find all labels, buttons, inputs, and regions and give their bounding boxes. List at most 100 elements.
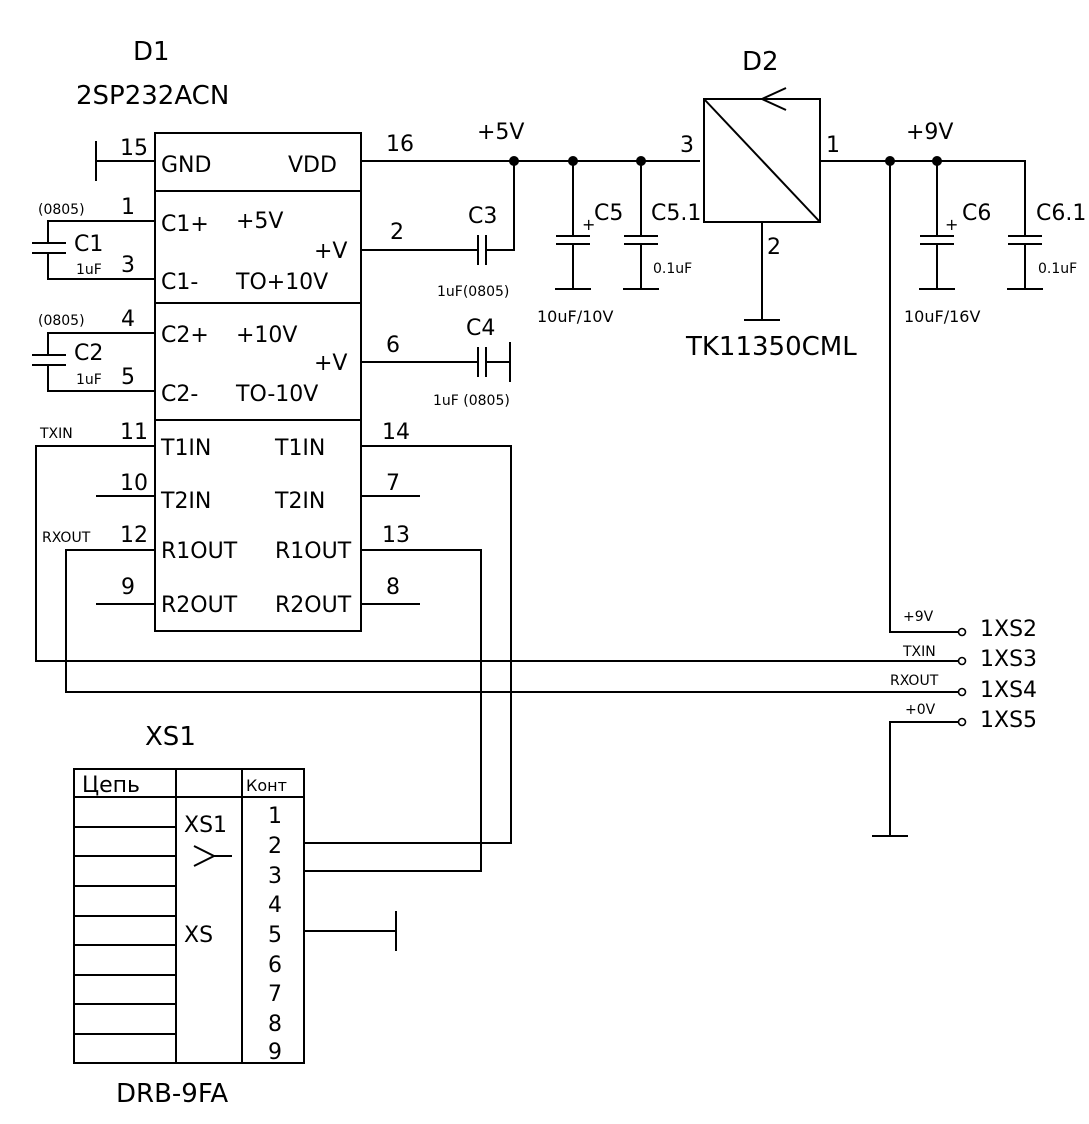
pin-number: 13 [382,523,410,548]
xs1-ref: XS1 [145,722,196,752]
c4-ref: C4 [466,316,495,341]
xs1-contact-number: 9 [268,1040,282,1065]
pin-number: 1 [121,195,135,220]
output-connectors: +9V 1XS2 TXIN 1XS3 RXOUT 1XS4 +0V 1XS5 [890,609,1037,733]
connector-pin [957,687,967,697]
d1-t1in-label: T1IN [274,436,325,461]
capacitor-c3: C3 1uF(0805) [361,161,515,300]
capacitor-c5-1: C5.1 0.1uF [623,161,701,290]
xs1-contact-number: 6 [268,953,282,978]
xs1-contact-number: 8 [268,1012,282,1037]
d1-gnd-label: GND [161,153,211,178]
pin-number: 14 [382,420,410,445]
d1-vplus-label: +V [314,351,347,376]
c5-value: 10uF/10V [537,307,613,326]
c2-package: (0805) [38,313,85,329]
d2-diagonal [703,98,821,223]
xs1-contact-number: 2 [268,834,282,859]
c51-ref: C5.1 [651,201,701,226]
net-label-rxout: RXOUT [42,530,91,546]
d1-to10-label: TO+10V [235,270,328,295]
d1-part: 2SP232ACN [76,81,229,111]
net-label-txin: TXIN [39,426,73,442]
d1-body [154,132,362,632]
pin-number: 3 [680,133,694,158]
xs-net-label: RXOUT [890,673,939,689]
pin-number: 12 [120,523,148,548]
c1-package: (0805) [38,202,85,218]
c2-ref: C2 [74,341,103,366]
d1-r1out-label: R1OUT [161,539,238,564]
c3-ref: C3 [468,204,497,229]
d1-c1m-label: C1- [161,270,198,295]
c1-value: 1uF [76,262,102,278]
xs1-header-contact: Конт [246,776,287,795]
pin-number: 4 [121,307,135,332]
c61-ref: C6.1 [1036,201,1086,226]
pin-number: 15 [120,136,148,161]
pin-number: 3 [121,253,135,278]
d1-t2in-label: T2IN [274,489,325,514]
net-label-5v: +5V [477,120,524,145]
d1-ref: D1 [133,37,170,67]
pin-number: 2 [767,235,781,260]
pin-number: 16 [386,132,414,157]
connector-pin [957,627,967,637]
xs1-header-circuit: Цепь [82,773,140,798]
polarity-mark: + [582,215,595,234]
d1-r1out-label: R1OUT [275,539,352,564]
pin-number: 2 [390,220,404,245]
d1-c2p-label: C2+ [161,323,209,348]
pin-number: 8 [386,575,400,600]
xs1-contact-number: 5 [268,923,282,948]
d2-part: TK11350CML [685,332,857,362]
pin-number: 5 [121,365,135,390]
pin13-wire [304,549,482,872]
c4-value: 1uF (0805) [433,393,510,409]
polarity-mark: + [945,215,958,234]
c1-ref: C1 [74,232,103,257]
pin-number: 6 [386,333,400,358]
c2-wire [47,365,155,392]
pin-number: 1 [826,133,840,158]
pin-number: 7 [386,471,400,496]
d1-plus10-label: +10V [236,323,297,348]
d2-regulator: D2 3 1 2 TK11350CML [680,47,857,362]
pin14-wire [304,445,512,844]
junction-dot [509,156,519,166]
capacitor-c1: (0805) C1 1uF [32,202,155,280]
xs1-inner-label: XS [184,923,213,948]
c2-wire [47,332,155,355]
d1-t2in-label: T2IN [160,489,211,514]
xs1-contact-number: 1 [268,804,282,829]
c3-value: 1uF(0805) [437,284,509,300]
c3-wire [486,161,515,251]
connector-pin [957,717,967,727]
d1-r2out-label: R2OUT [161,593,238,618]
c1-wire [47,220,155,243]
zero-volt-wire [889,721,962,836]
xs1-part: DRB-9FA [116,1079,228,1109]
d1-c2m-label: C2- [161,382,198,407]
xs-pin-label: 1XS4 [980,678,1037,703]
pin-number: 11 [120,420,148,445]
xs1-contact-number: 7 [268,982,282,1007]
d1-tom10-label: TO-10V [235,382,318,407]
xs1-contact-number: 4 [268,893,282,918]
d1-c1p-label: C1+ [161,212,209,237]
d1-vdd-label: VDD [288,153,337,178]
xs-net-label: +0V [905,702,936,718]
xs-net-label: TXIN [902,644,936,660]
xs1-connector: XS1 Цепь Конт XS1 XS 1 2 3 4 5 6 7 8 9 D… [73,722,305,1109]
capacitor-c5: + C5 10uF/10V [537,161,623,326]
xs-pin-label: 1XS2 [980,617,1037,642]
d2-ref: D2 [742,47,779,77]
xs-pin-label: 1XS3 [980,647,1037,672]
d1-plus5-label: +5V [236,209,283,234]
pin-number: 10 [120,471,148,496]
d1-t1in-label: T1IN [160,436,211,461]
rail-9v-down-wire [889,161,962,633]
xs1-contact-number: 3 [268,864,282,889]
signal-wires: TXIN RXOUT [35,426,962,951]
